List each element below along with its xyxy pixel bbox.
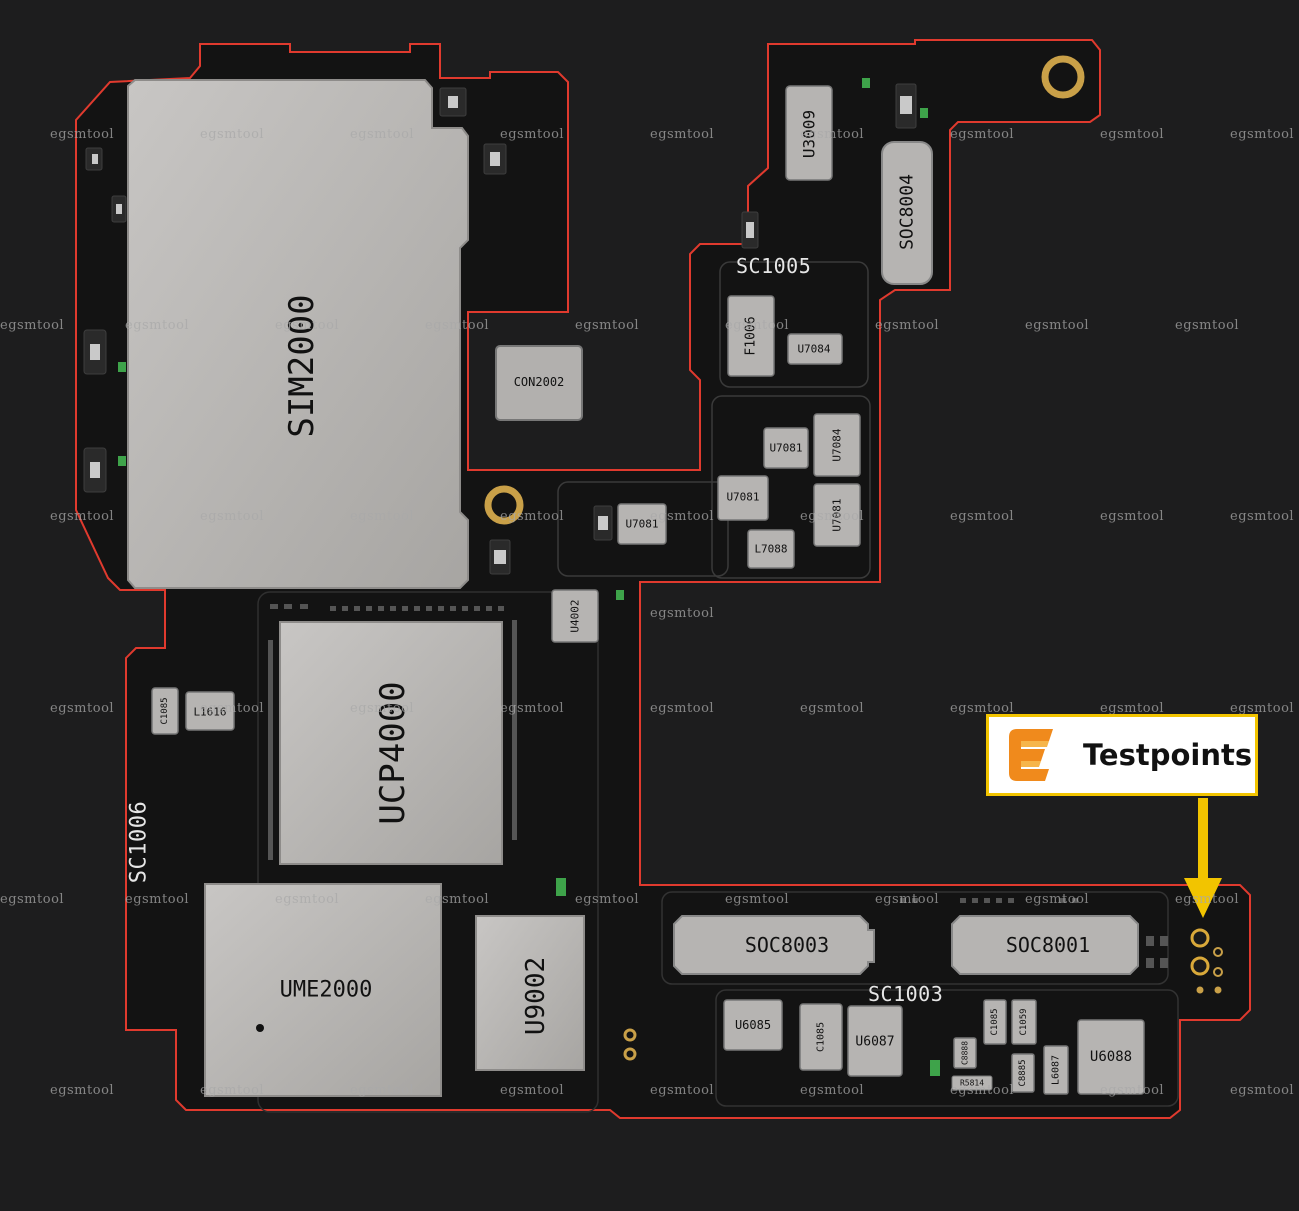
watermark: egsmtool bbox=[0, 318, 65, 333]
watermark: egsmtool bbox=[575, 892, 640, 907]
c1085-label-a: C1085 bbox=[160, 697, 170, 725]
watermark: egsmtool bbox=[350, 701, 415, 716]
watermark: egsmtool bbox=[650, 1083, 715, 1098]
watermark: egsmtool bbox=[500, 1083, 565, 1098]
watermark: egsmtool bbox=[1230, 1083, 1295, 1098]
watermark: egsmtool bbox=[1230, 509, 1295, 524]
watermark: egsmtool bbox=[350, 1083, 415, 1098]
con2002-label: CON2002 bbox=[513, 375, 565, 389]
l1616-label: L1616 bbox=[193, 705, 227, 719]
watermark: egsmtool bbox=[800, 1083, 865, 1098]
watermark: egsmtool bbox=[950, 127, 1015, 142]
sc1003-label: SC1003 bbox=[868, 982, 944, 1006]
sim2000-shield bbox=[127, 79, 469, 589]
watermark: egsmtool bbox=[875, 318, 940, 333]
c1059-label: C1059 bbox=[1019, 1008, 1029, 1036]
u7081-label-a: U7081 bbox=[769, 441, 803, 455]
watermark: egsmtool bbox=[500, 701, 565, 716]
u4002-label: U4002 bbox=[568, 599, 582, 633]
soc8001-label: SOC8001 bbox=[1005, 933, 1091, 957]
u7084-label-b: U7084 bbox=[830, 428, 844, 462]
watermark: egsmtool bbox=[950, 509, 1015, 524]
watermark: egsmtool bbox=[1025, 318, 1090, 333]
ucp4000-shield bbox=[279, 621, 503, 865]
watermark: egsmtool bbox=[875, 892, 940, 907]
watermark: egsmtool bbox=[1025, 892, 1090, 907]
watermark: egsmtool bbox=[1175, 892, 1240, 907]
arrow-down-icon bbox=[1184, 798, 1222, 918]
watermark: egsmtool bbox=[350, 509, 415, 524]
testpoints-title: Testpoints bbox=[1083, 738, 1253, 772]
watermark: egsmtool bbox=[1230, 127, 1295, 142]
watermark: egsmtool bbox=[1230, 701, 1295, 716]
watermark: egsmtool bbox=[1100, 127, 1165, 142]
watermark: egsmtool bbox=[1100, 509, 1165, 524]
watermark: egsmtool bbox=[950, 701, 1015, 716]
c8888-label: C8888 bbox=[960, 1040, 970, 1066]
watermark: egsmtool bbox=[350, 127, 415, 142]
watermark: egsmtool bbox=[800, 701, 865, 716]
watermark: egsmtool bbox=[725, 892, 790, 907]
e-logo-icon bbox=[1009, 729, 1053, 781]
u7081-label-b: U7081 bbox=[726, 490, 760, 504]
watermark: egsmtool bbox=[0, 892, 65, 907]
c8885-label: C8885 bbox=[1018, 1059, 1028, 1087]
watermark: egsmtool bbox=[500, 127, 565, 142]
u6087-label: U6087 bbox=[855, 1034, 895, 1050]
u9002-shield bbox=[475, 915, 585, 1071]
watermark: egsmtool bbox=[50, 1083, 115, 1098]
watermark: egsmtool bbox=[650, 127, 715, 142]
watermark: egsmtool bbox=[650, 606, 715, 621]
watermark: egsmtool bbox=[800, 127, 865, 142]
ume2000-label: UME2000 bbox=[279, 977, 373, 1003]
watermark: egsmtool bbox=[200, 701, 265, 716]
watermark: egsmtool bbox=[1175, 318, 1240, 333]
soc8004-label: SOC8004 bbox=[896, 174, 918, 250]
c1085-label-c: C1085 bbox=[990, 1008, 1000, 1036]
l6087-label: L6087 bbox=[1050, 1054, 1062, 1086]
watermark: egsmtool bbox=[1100, 1083, 1165, 1098]
watermark: egsmtool bbox=[1100, 701, 1165, 716]
con2002-chip bbox=[495, 345, 583, 421]
sim2000-label: SIM2000 bbox=[282, 294, 322, 438]
watermark: egsmtool bbox=[200, 1083, 265, 1098]
watermark: egsmtool bbox=[650, 701, 715, 716]
watermark: egsmtool bbox=[725, 318, 790, 333]
watermark: egsmtool bbox=[800, 509, 865, 524]
u6085-label: U6085 bbox=[734, 1018, 772, 1032]
watermark: egsmtool bbox=[200, 509, 265, 524]
watermark: egsmtool bbox=[650, 509, 715, 524]
watermark: egsmtool bbox=[50, 127, 115, 142]
u9002-label: U9002 bbox=[521, 956, 551, 1036]
watermark: egsmtool bbox=[125, 892, 190, 907]
c1085-label-b: C1085 bbox=[815, 1021, 827, 1053]
u7084-label-a: U7084 bbox=[797, 342, 831, 356]
watermark: egsmtool bbox=[125, 318, 190, 333]
watermark: egsmtool bbox=[500, 509, 565, 524]
watermark: egsmtool bbox=[200, 127, 265, 142]
watermark: egsmtool bbox=[950, 1083, 1015, 1098]
watermark: egsmtool bbox=[50, 509, 115, 524]
r5814-label: R5814 bbox=[959, 1078, 985, 1088]
u7081-label-d: U7081 bbox=[625, 517, 659, 531]
watermark: egsmtool bbox=[275, 318, 340, 333]
watermark: egsmtool bbox=[275, 892, 340, 907]
u6088-label: U6088 bbox=[1089, 1049, 1133, 1065]
sc1006-label: SC1006 bbox=[126, 800, 152, 884]
watermark: egsmtool bbox=[425, 318, 490, 333]
sc1005-label: SC1005 bbox=[736, 254, 812, 278]
watermark: egsmtool bbox=[50, 701, 115, 716]
watermark: egsmtool bbox=[575, 318, 640, 333]
soc8003-label: SOC8003 bbox=[744, 933, 830, 957]
ume2000-shield bbox=[204, 883, 442, 1097]
testpoints-callout: Testpoints bbox=[986, 714, 1258, 796]
l7088-label: L7088 bbox=[754, 542, 788, 556]
watermark: egsmtool bbox=[425, 892, 490, 907]
testpoint-pads bbox=[1190, 928, 1223, 994]
